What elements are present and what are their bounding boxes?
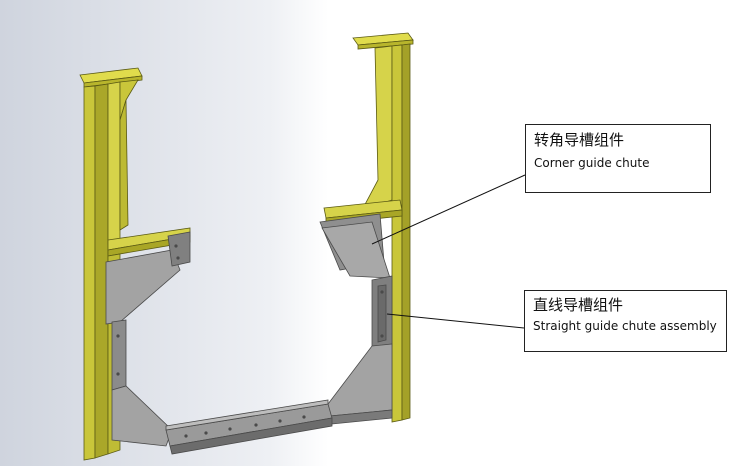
bottom-straight-chute bbox=[165, 399, 333, 455]
callout-corner-title-en: Corner guide chute bbox=[534, 156, 650, 170]
leader-line-corner bbox=[371, 174, 526, 245]
viewport-background bbox=[0, 0, 490, 466]
callout-corner-guide-chute: 转角导槽组件 Corner guide chute bbox=[525, 124, 711, 193]
left-column bbox=[79, 67, 191, 461]
straight-chute-left bbox=[111, 319, 127, 391]
corner-chute-upper-left bbox=[105, 231, 191, 325]
leader-line-straight bbox=[386, 313, 525, 329]
corner-chute-upper-right bbox=[319, 213, 391, 279]
callout-straight-guide-chute: 直线导槽组件 Straight guide chute assembly bbox=[524, 290, 727, 352]
right-column bbox=[323, 32, 414, 423]
callout-corner-title-cn: 转角导槽组件 bbox=[534, 131, 625, 149]
straight-chute-right bbox=[371, 275, 393, 351]
callout-straight-title-en: Straight guide chute assembly bbox=[533, 319, 717, 333]
callout-straight-title-cn: 直线导槽组件 bbox=[533, 296, 624, 314]
bolt-details bbox=[116, 244, 384, 438]
